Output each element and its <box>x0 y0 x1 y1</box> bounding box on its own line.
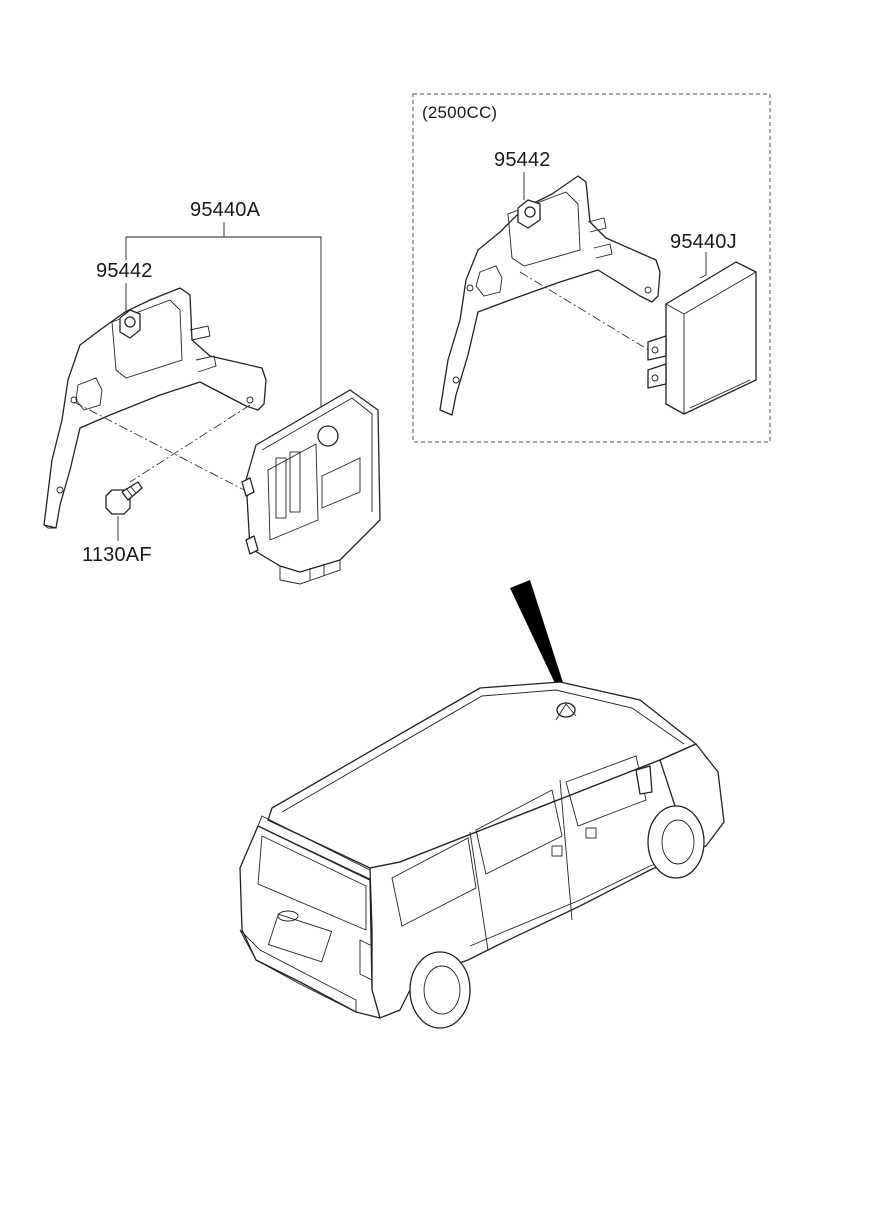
module-right <box>647 261 757 415</box>
assembly-line-right <box>519 271 653 353</box>
variant-box <box>412 93 771 443</box>
ecu-unit-left <box>241 389 381 585</box>
bolt <box>105 481 143 515</box>
bracket-left <box>43 287 267 529</box>
part-label-module-right: 95440J <box>670 231 737 253</box>
part-label-bracket-right: 95442 <box>494 149 551 171</box>
variant-box-title: (2500CC) <box>422 103 498 122</box>
van-illustration <box>239 681 725 1029</box>
part-label-ecu-assembly: 95440A <box>190 199 261 221</box>
location-pointer <box>510 580 566 694</box>
leader-lines-left <box>117 222 322 541</box>
leader-lines-right <box>523 172 707 279</box>
part-label-bolt: 1130AF <box>82 544 152 566</box>
bracket-right <box>439 175 661 416</box>
assembly-lines-left <box>73 401 251 493</box>
part-label-bracket-left: 95442 <box>96 260 153 282</box>
